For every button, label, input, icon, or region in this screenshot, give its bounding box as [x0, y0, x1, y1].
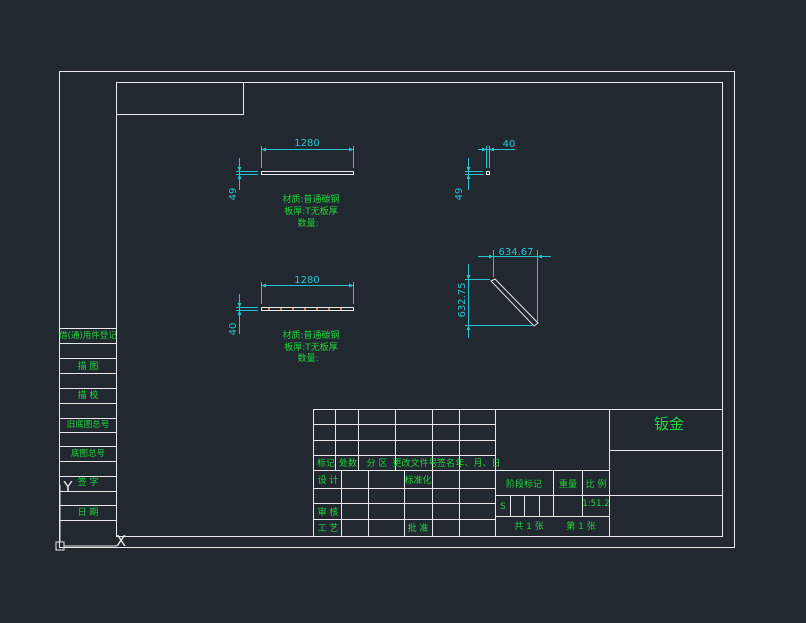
part-b-length-dim: 1280 [294, 275, 319, 286]
part-b-outline[interactable] [261, 307, 354, 311]
part-a-material: 材质:普通碳钢 [282, 193, 339, 205]
part-b-quantity: 数量: [297, 352, 318, 364]
tb-stage-mark-label: 阶段标记 [506, 478, 542, 490]
side-table: 借(通)用件登记 描 图 描 校 旧底图总号 底图总号 签 字 日 期 [59, 328, 117, 521]
tb-stage-s: S [500, 502, 506, 512]
part-d-height-dim: 632.75 [457, 283, 468, 318]
part-c-height-dim: 49 [454, 188, 465, 201]
tb-count-label: 处数 [339, 457, 357, 469]
side-table-cell: 底图总号 [71, 448, 105, 459]
part-b-material: 材质:普通碳钢 [282, 329, 339, 341]
part-a-length-dim: 1280 [294, 138, 319, 149]
part-b-thickness: 板厚:T无板厚 [284, 341, 338, 353]
part-b-view[interactable]: 1280 40 材质:普通碳钢 板厚:T无板厚 数量: [228, 275, 354, 364]
part-a-quantity: 数量: [297, 217, 318, 229]
part-c-outline[interactable] [486, 171, 490, 175]
part-d-width-dim: 634.67 [499, 247, 534, 258]
side-table-cell: 签 字 [78, 476, 99, 488]
tb-date-label: 年、月、日 [455, 457, 500, 469]
tb-sheets-total: 共 1 张 [514, 521, 543, 532]
ucs-x-label: X [116, 532, 126, 550]
tb-process-label: 工 艺 [318, 523, 339, 534]
side-table-cell: 描 图 [78, 360, 99, 372]
tb-weight-label: 重量 [559, 478, 577, 490]
tb-sheet-no: 第 1 张 [566, 520, 595, 532]
part-c-width-dim: 40 [503, 139, 516, 150]
side-table-cell: 旧底图总号 [67, 419, 110, 430]
part-a-thickness: 板厚:T无板厚 [284, 205, 338, 217]
tb-standardize-label: 标准化 [404, 474, 431, 486]
tb-design-label: 设 计 [318, 474, 339, 486]
ucs-icon: Y X [55, 478, 126, 551]
tb-zone-label: 分 区 [367, 458, 388, 469]
part-a-height-dim: 49 [228, 188, 239, 201]
tb-change-doc-label: 更改文件号 [392, 457, 437, 469]
ucs-y-label: Y [62, 478, 73, 496]
title-block: 钣金 标记 处数 分 区 更改文件号 签名 年、月、日 设 计 标准化 审 核 … [313, 409, 723, 537]
tb-scale-value: 1:51.2 [582, 499, 609, 509]
tb-sign-label: 签名 [437, 457, 455, 469]
drawing-name: 钣金 [654, 415, 684, 433]
tb-approve-label: 批 准 [408, 522, 429, 534]
side-table-cell: 借(通)用件登记 [59, 330, 117, 341]
part-d-outline[interactable] [490, 278, 539, 327]
part-a-outline[interactable] [261, 171, 354, 175]
tb-review-label: 审 核 [318, 506, 339, 518]
side-table-cell: 描 校 [78, 389, 99, 401]
part-c-view[interactable]: 40 49 [454, 139, 515, 200]
part-b-height-dim: 40 [228, 323, 239, 336]
part-d-view[interactable]: 634.67 632.75 [457, 247, 551, 338]
top-left-box [116, 82, 244, 115]
side-table-cell: 日 期 [78, 507, 99, 518]
tb-scale-label: 比 例 [586, 478, 607, 490]
part-a-view[interactable]: 1280 49 材质:普通碳钢 板厚:T无板厚 数量: [228, 138, 354, 229]
outer-border [59, 71, 735, 548]
tb-mark-label: 标记 [317, 457, 335, 469]
